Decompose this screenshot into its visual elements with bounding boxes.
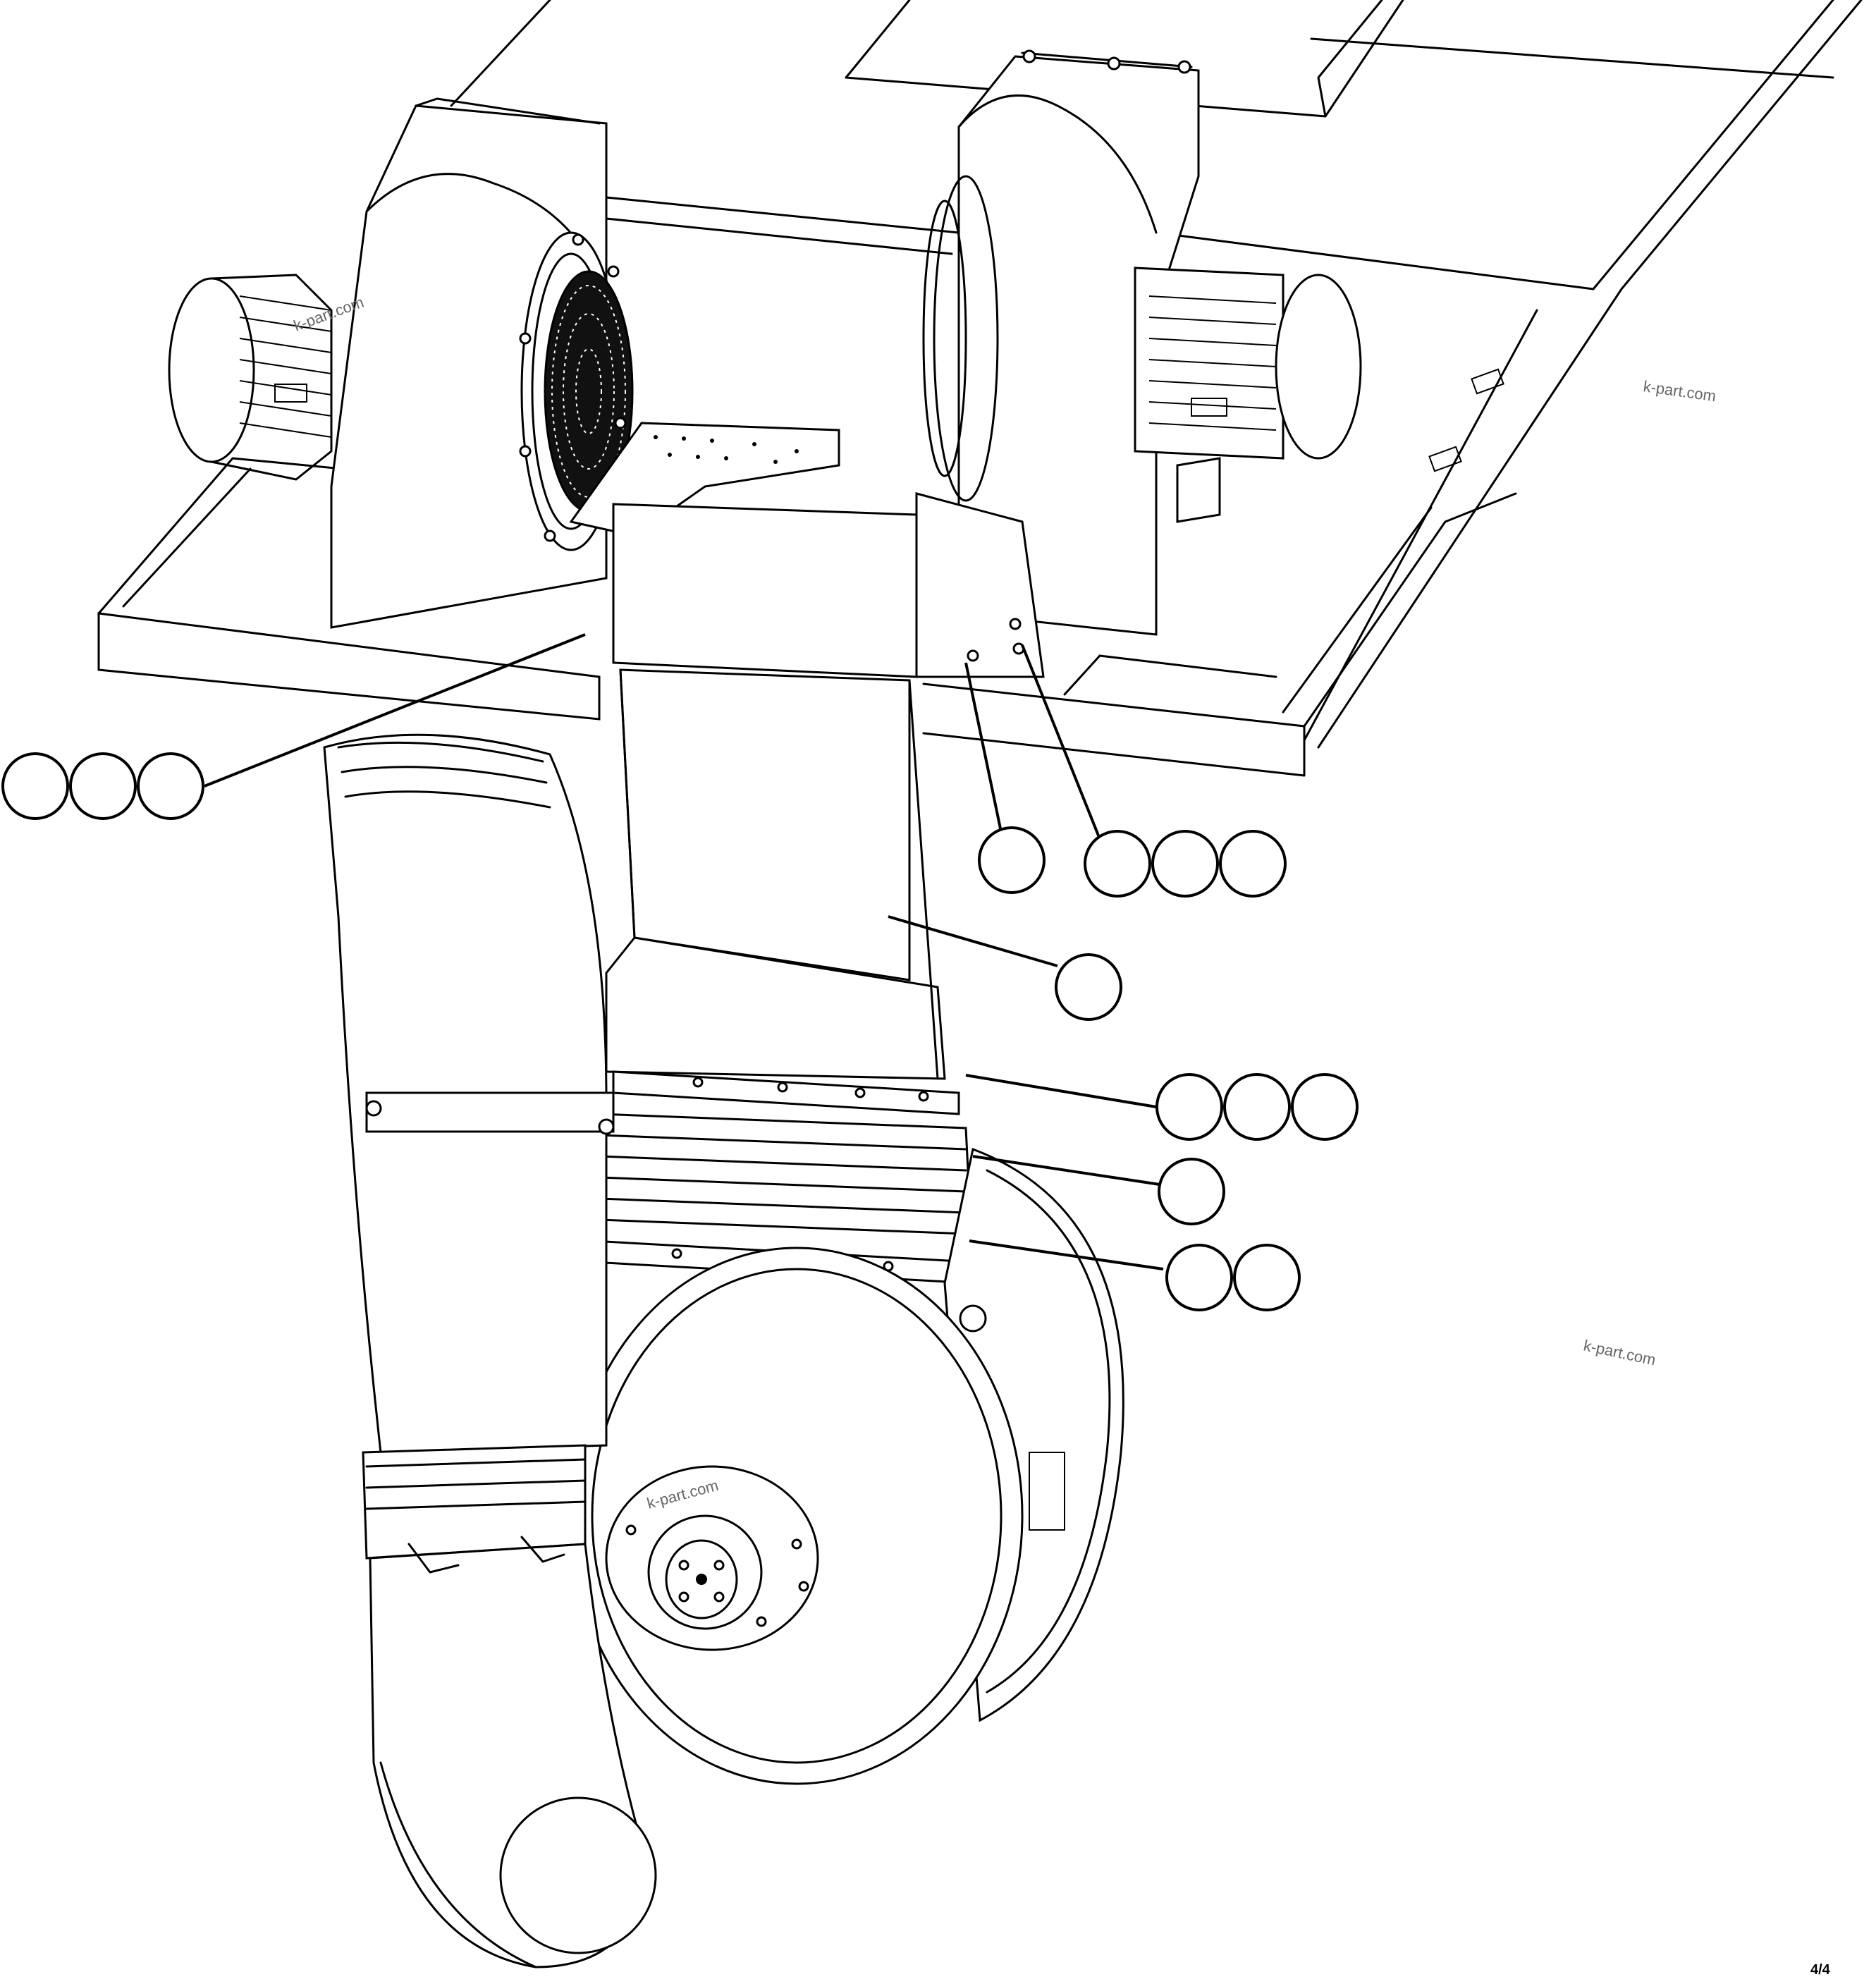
callout-group-bellows	[1158, 1158, 1225, 1225]
callout-group-lower-flange-bolts	[1165, 1244, 1301, 1311]
callout-group-bracket-single	[978, 826, 1046, 894]
callout-circle	[137, 752, 204, 820]
bellows	[591, 1113, 974, 1270]
callout-circle	[978, 826, 1046, 894]
flex-duct	[323, 733, 657, 1968]
left-intake-grille	[544, 270, 634, 513]
left-blower-housing	[330, 97, 634, 629]
duct-panel	[605, 668, 946, 1080]
callout-circle	[1151, 830, 1219, 898]
callout-circle	[1, 752, 69, 820]
leader-lines	[204, 633, 1164, 1270]
callout-group-duct-panel	[1055, 953, 1122, 1021]
right-blower-motor	[1134, 267, 1362, 523]
callout-circle	[1219, 830, 1287, 898]
sheet-number: 4/4	[1810, 1962, 1831, 1978]
callout-circle	[1055, 953, 1122, 1021]
upper-duct	[612, 492, 1045, 678]
watermark: k-part.com	[1582, 1336, 1657, 1368]
callout-group-left-bolt-set	[1, 752, 204, 820]
callout-circle	[1165, 1244, 1233, 1311]
callout-circle	[1233, 1244, 1301, 1311]
duct-flange	[612, 1070, 960, 1115]
watermark: k-part.com	[1642, 377, 1717, 405]
callout-circle	[1291, 1073, 1359, 1141]
callout-circle	[1084, 830, 1151, 898]
callout-group-bracket-bolt-set	[1084, 830, 1287, 898]
callout-circle	[1223, 1073, 1291, 1141]
fan-housing	[570, 1147, 1124, 1785]
callout-group-duct-flange-bolts	[1155, 1073, 1359, 1141]
callout-circle	[1155, 1073, 1223, 1141]
callout-circle	[69, 752, 137, 820]
right-blower-housing	[922, 49, 1200, 636]
callout-circle	[1158, 1158, 1225, 1225]
mounting-platform	[97, 196, 1517, 777]
left-blower-motor	[168, 274, 333, 481]
